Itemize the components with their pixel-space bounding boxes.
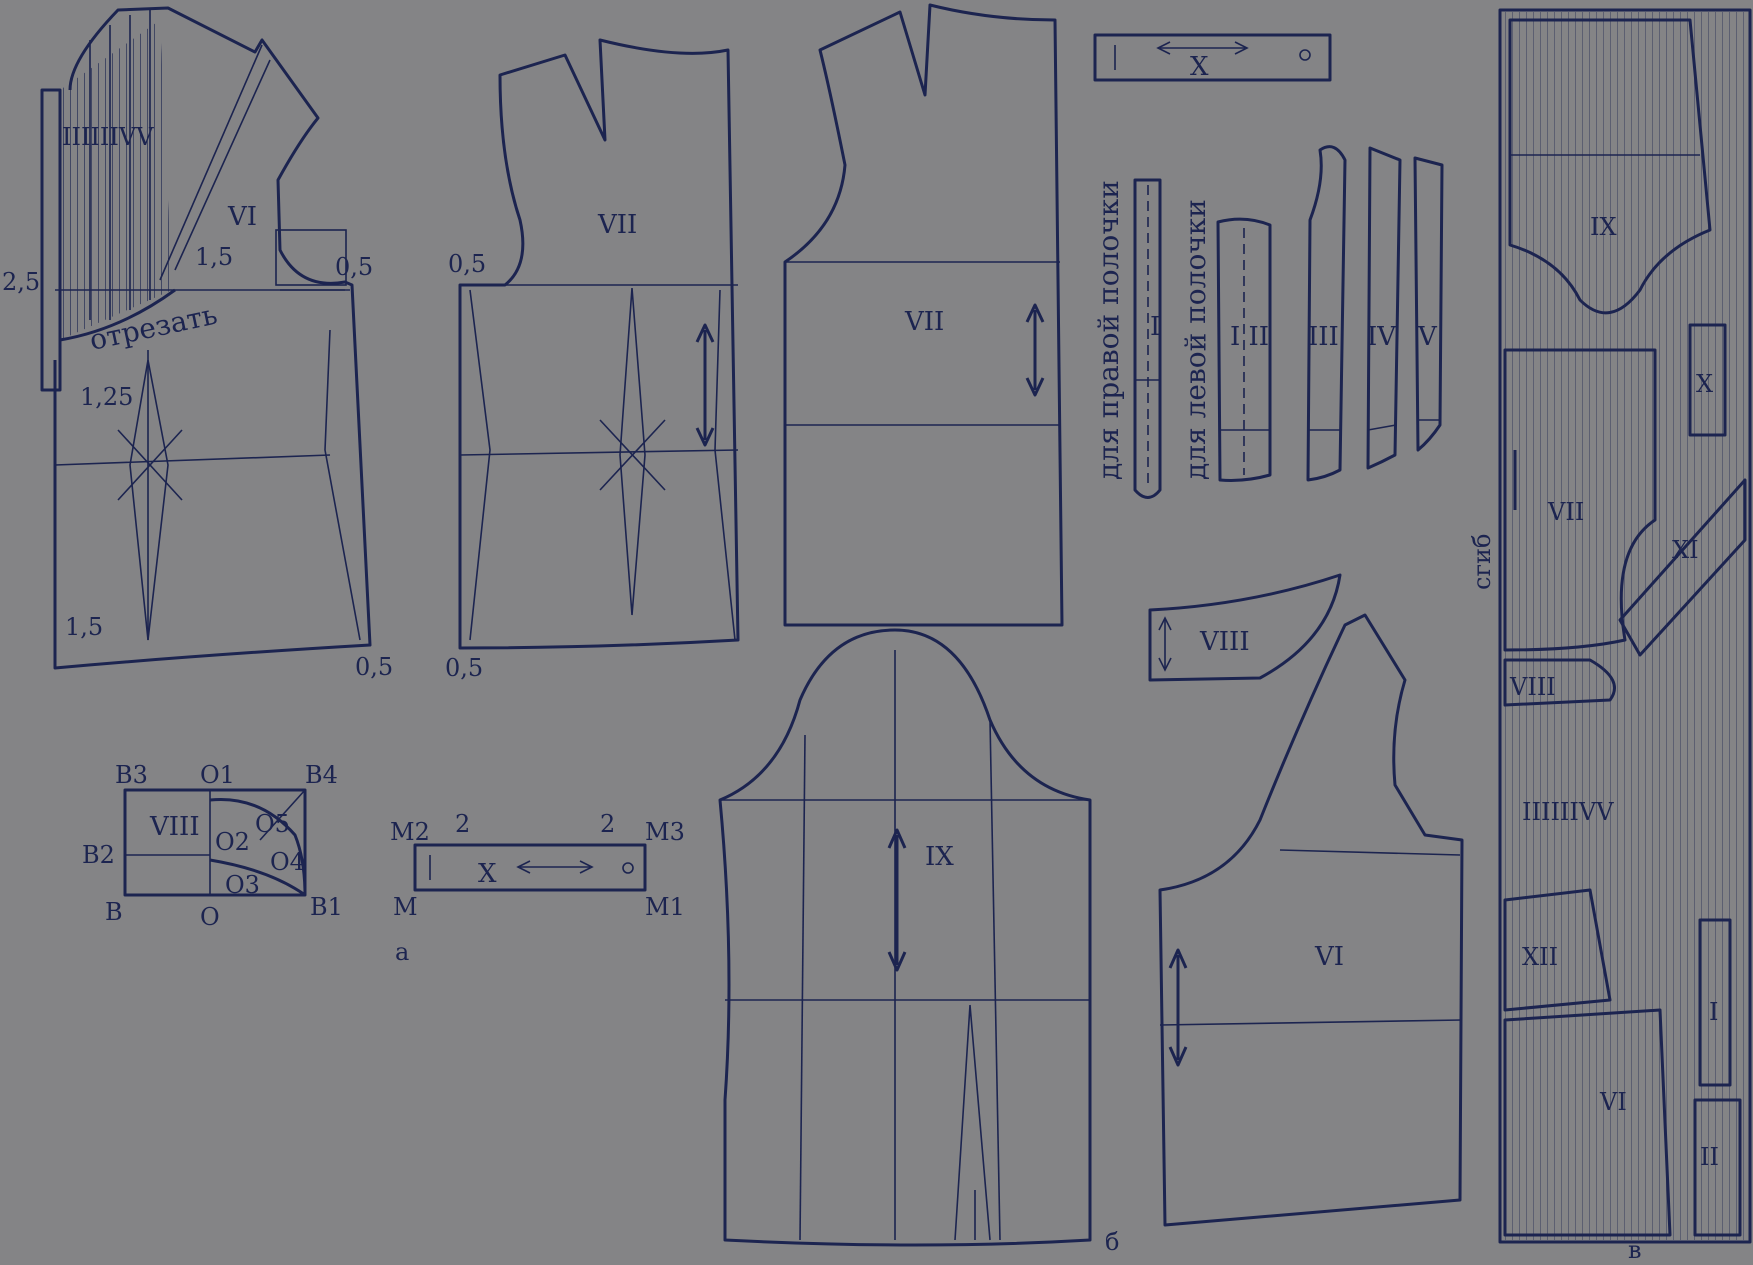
point-b: B: [105, 898, 123, 926]
measure-1-5-top: 1,5: [195, 243, 233, 271]
pocket-piece-viii: VIII: [1148, 573, 1342, 682]
label-strip-i-ii: I II: [1230, 322, 1269, 352]
figure-label-b: б: [1105, 1228, 1119, 1256]
layout-strip: IX X VII XI VIII IIIIIIVV XII VI I II сг…: [1468, 8, 1752, 1264]
point-o2: O2: [215, 828, 250, 856]
measure-0-5-armhole: 0,5: [335, 253, 373, 281]
measure-1-5-bottom: 1,5: [65, 613, 103, 641]
sleeve-piece-ix: IX б: [718, 628, 1119, 1256]
label-ii-layout: II: [1700, 1143, 1719, 1171]
point-m2: M2: [390, 818, 430, 846]
label-strips-layout: IIIIIIVV: [1522, 798, 1614, 826]
label-vii: VII: [904, 307, 944, 337]
point-b4: B4: [305, 761, 338, 789]
label-viii-draft: VIII: [149, 812, 200, 842]
measure-0-5-back-armhole: 0,5: [448, 250, 486, 278]
measure-1-25: 1,25: [80, 383, 133, 411]
back-piece-vii: VII: [783, 3, 1064, 627]
back-piece-vii-draft: VII 0,5 0,5: [445, 38, 740, 682]
label-x-layout: X: [1696, 370, 1713, 398]
label-strip-i-right: I: [1150, 312, 1160, 342]
point-o4: O4: [270, 848, 305, 876]
label-strip-iv: IV: [1367, 322, 1397, 352]
label-vi-final: VI: [1314, 942, 1344, 972]
label-viii: VIII: [1199, 627, 1250, 657]
label-xii-layout: XII: [1522, 943, 1558, 971]
measure-2-left: 2: [455, 810, 470, 838]
label-strip-iii: III: [1308, 322, 1339, 352]
tab-x-top: X: [1093, 33, 1332, 82]
label-ix-layout: IX: [1590, 213, 1617, 241]
label-viii-layout: VIII: [1509, 673, 1556, 701]
point-o1: O1: [200, 761, 235, 789]
figure-label-v: в: [1628, 1236, 1642, 1261]
label-vi: VI: [227, 202, 257, 232]
point-m3: M3: [645, 818, 685, 846]
tab-construction: X M2 2 2 M3 M M1 а: [390, 810, 685, 966]
figure-label-a: а: [395, 938, 409, 966]
point-b1: B1: [310, 893, 343, 921]
point-o3: O3: [225, 871, 260, 899]
measure-0-5-hem: 0,5: [355, 653, 393, 681]
label-strips: IIIIIIVV: [62, 123, 154, 151]
label-xi-layout: XI: [1672, 536, 1699, 564]
measure-2-5: 2,5: [2, 268, 40, 296]
measure-2-right: 2: [600, 810, 615, 838]
pocket-construction: VIII B3 O1 B4 B2 O2 O5 O4 O3 B O B1: [82, 761, 343, 931]
label-vii-draft: VII: [597, 210, 637, 240]
label-vi-layout: VI: [1599, 1088, 1627, 1116]
front-piece-vi-final: VI: [1158, 613, 1464, 1227]
point-m: M: [393, 893, 418, 921]
label-vii-layout: VII: [1547, 498, 1584, 526]
label-i-layout: I: [1709, 998, 1718, 1026]
point-b2: B2: [82, 841, 115, 869]
label-x-top: X: [1190, 52, 1209, 82]
label-strip-v: V: [1417, 322, 1438, 352]
label-x-draft: X: [478, 859, 497, 889]
point-o5: O5: [255, 810, 290, 838]
label-fold: сгиб: [1468, 534, 1496, 590]
label-ix: IX: [925, 842, 954, 872]
label-left-front: для левой полочки: [1179, 199, 1212, 480]
point-b3: B3: [115, 761, 148, 789]
measure-0-5-back-hem: 0,5: [445, 654, 483, 682]
strips-group: I для правой полочки для левой полочки I…: [1092, 145, 1444, 499]
point-m1: M1: [645, 893, 685, 921]
point-o: O: [200, 903, 220, 931]
front-piece-vi: VI IIIIIIVV отрезать 2,5 1,5 0,5 1,25 1,…: [2, 6, 393, 681]
label-right-front: для правой полочки: [1092, 180, 1125, 480]
